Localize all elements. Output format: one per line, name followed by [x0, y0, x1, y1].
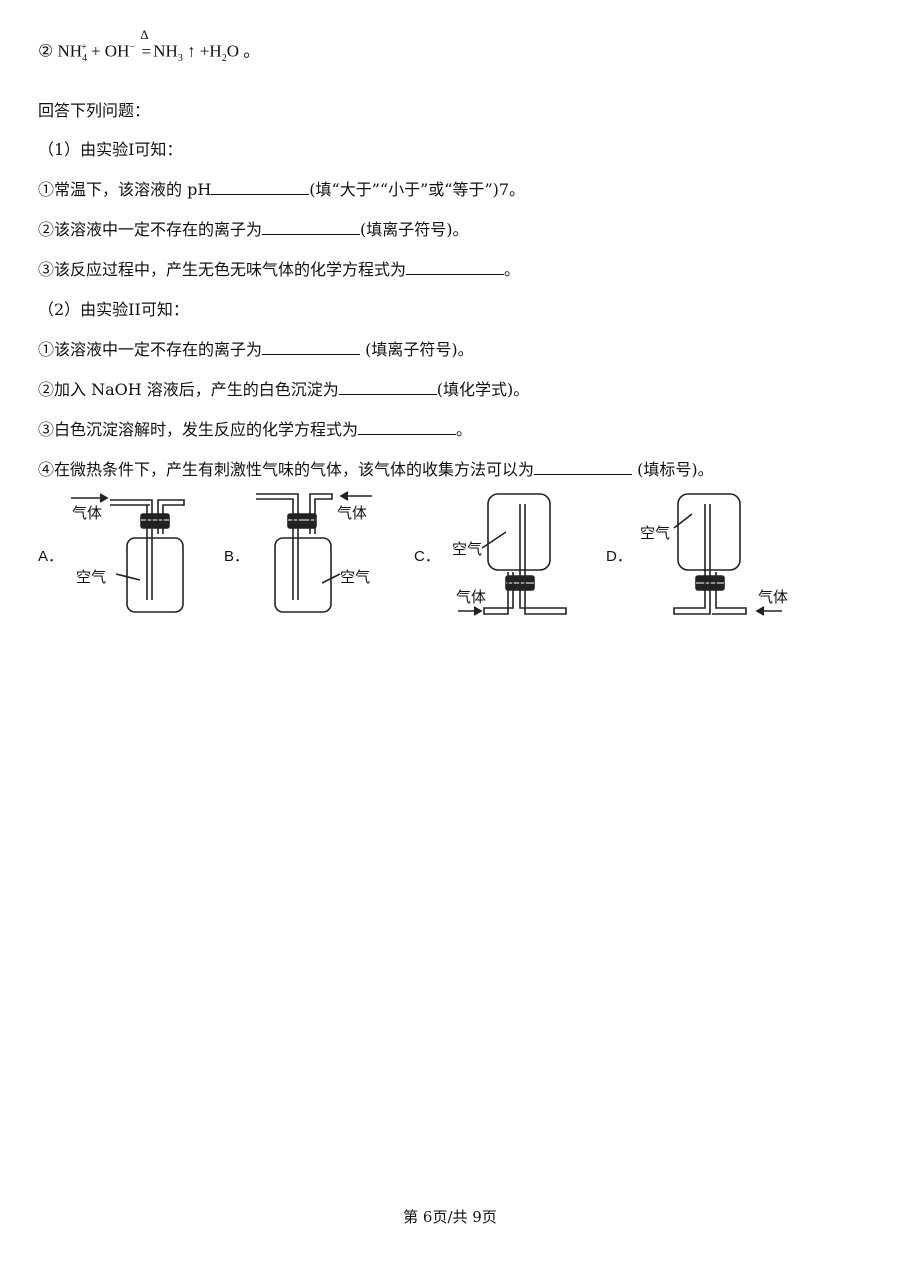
part2-heading: （2）由实验II可知： — [38, 300, 189, 319]
answer-blank[interactable] — [534, 460, 633, 475]
option-b-label[interactable]: B． — [224, 548, 250, 565]
gas-label-d: 气体 — [758, 589, 789, 606]
part1-question-1: ①常温下，该溶液的 pH(填“大于”“小于”或“等于”)7。 — [38, 180, 526, 199]
apparatus-b[interactable] — [256, 491, 372, 613]
apparatus-c[interactable] — [458, 493, 567, 616]
answer-blank[interactable] — [406, 260, 505, 275]
part2-question-3: ③白色沉淀溶解时，发生反应的化学方程式为。 — [38, 420, 473, 439]
option-c-label[interactable]: C． — [414, 548, 440, 565]
gas-label-a: 气体 — [72, 505, 103, 522]
answer-blank[interactable] — [262, 340, 361, 355]
part2-question-1: ①该溶液中一定不存在的离子为 (填离子符号)。 — [38, 340, 474, 359]
air-label-b: 空气 — [340, 569, 371, 586]
part1-question-2: ②该溶液中一定不存在的离子为(填离子符号)。 — [38, 220, 469, 239]
air-label-c: 空气 — [452, 541, 483, 558]
gas-label-c: 气体 — [456, 589, 487, 606]
answer-blank[interactable] — [211, 180, 310, 195]
option-a-label[interactable]: A． — [38, 548, 64, 565]
air-label-a: 空气 — [76, 569, 107, 586]
ionic-equation: ② NH4+ + OH− Δ=NH3 ↑ +H2O 。 — [38, 26, 261, 65]
answer-blank[interactable] — [338, 380, 437, 395]
part2-question-2: ②加入 NaOH 溶液后，产生的白色沉淀为(填化学式)。 — [38, 380, 530, 399]
answer-blank[interactable] — [262, 220, 361, 235]
apparatus-d[interactable] — [673, 493, 782, 616]
gas-label-b: 气体 — [337, 505, 368, 522]
apparatus-a[interactable] — [71, 493, 185, 613]
page-footer: 第 6页/共 9页 — [403, 1208, 497, 1226]
gas-collection-figure — [71, 491, 782, 616]
intro-text: 回答下列问题： — [38, 101, 151, 120]
part2-question-4: ④在微热条件下，产生有刺激性气味的气体，该气体的收集方法可以为 (填标号)。 — [38, 460, 714, 479]
part1-question-3: ③该反应过程中，产生无色无味气体的化学方程式为。 — [38, 260, 521, 279]
option-d-label[interactable]: D． — [606, 548, 632, 565]
air-label-d: 空气 — [640, 525, 671, 542]
part1-heading: （1）由实验I可知： — [38, 140, 183, 159]
answer-blank[interactable] — [358, 420, 457, 435]
